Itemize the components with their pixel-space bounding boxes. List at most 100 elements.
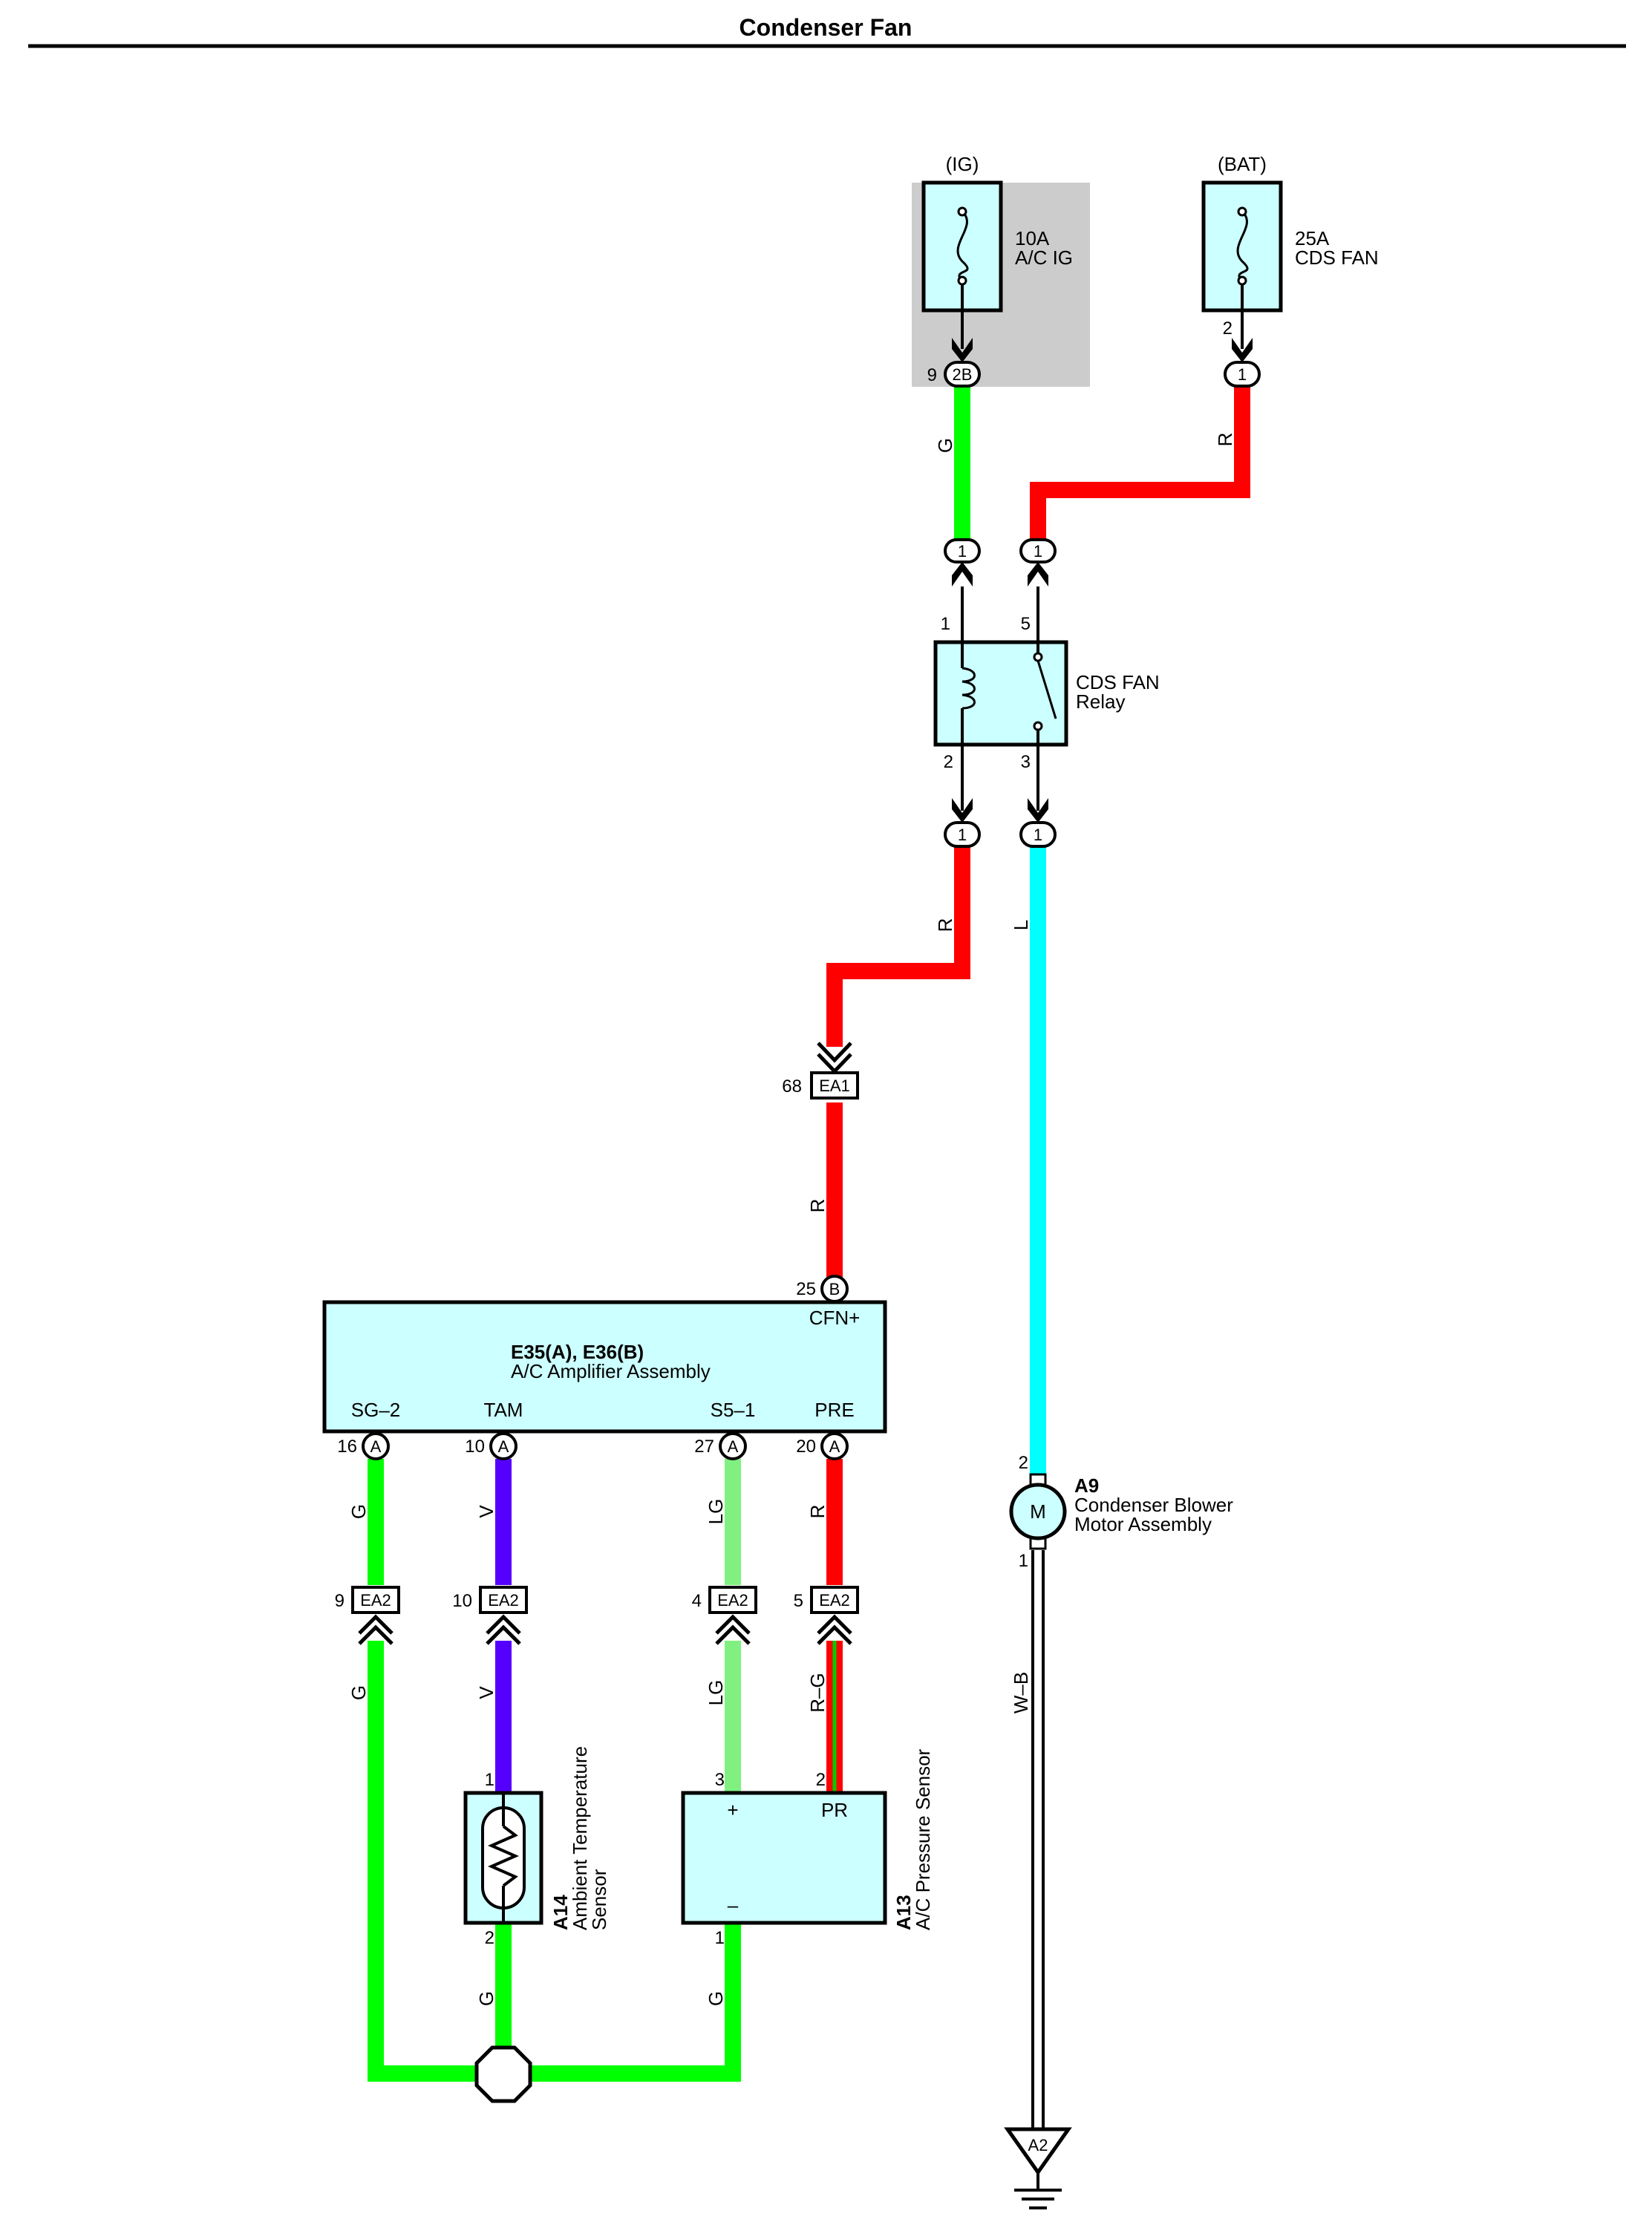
connector-ea1: EA1 68	[782, 1042, 859, 1100]
amplifier-terminal-s51: S5–1	[711, 1399, 756, 1421]
amplifier-terminal-tam: TAM	[484, 1399, 523, 1421]
connector-ea2-5: EA2 5	[794, 1586, 859, 1645]
relay-switch-contact-top	[1033, 652, 1043, 662]
wire-label-pre-lower: R–G	[806, 1673, 829, 1712]
arrow-down	[1232, 338, 1253, 362]
connector-body	[944, 361, 981, 388]
connector-body	[810, 1071, 859, 1100]
arrow-down	[1028, 798, 1048, 823]
arrow-down	[952, 798, 973, 823]
connector-ea2-10: EA2 10	[452, 1586, 528, 1645]
ac-amplifier-assembly: E35(A), E36(B) A/C Amplifier Assembly CF…	[322, 1275, 887, 1460]
ambient-pin-bottom: 2	[485, 1928, 494, 1948]
connector-label: 1	[1034, 826, 1042, 844]
wire-label-bat-out: R	[1214, 433, 1236, 447]
wire-label-ea1-to-amp: R	[806, 1199, 829, 1213]
ground-label: A2	[1028, 2136, 1048, 2154]
amp-pin-a20	[820, 1432, 849, 1460]
pressure-label-group: A13 A/C Pressure Sensor	[892, 1748, 934, 1930]
wire-sg2-lower-g	[368, 1641, 503, 2082]
amp-pin-a27-num: 27	[694, 1437, 714, 1457]
connector-ig-2b: 2B 9	[927, 338, 981, 388]
ambient-temperature-sensor: 1 2 A14 Ambient Temperature Sensor	[463, 1746, 610, 1948]
connector-label: EA2	[819, 1591, 850, 1610]
amp-pin-a20-num: 20	[796, 1437, 816, 1457]
fuse-bat-terminal-bottom	[1237, 275, 1247, 286]
wire-label-motor-ground: W–B	[1010, 1672, 1032, 1713]
relay-pin-2: 2	[944, 752, 953, 772]
amplifier-name: A/C Amplifier Assembly	[511, 1360, 711, 1382]
pressure-terminal-plus: +	[727, 1799, 738, 1821]
arrow-up	[952, 562, 973, 587]
motor-code: A9	[1074, 1474, 1099, 1497]
amplifier-box	[322, 1300, 887, 1434]
wire-bat-out-r	[1030, 386, 1250, 540]
connector-pin: 5	[794, 1591, 803, 1611]
relay-pin-1: 1	[941, 614, 950, 634]
double-arrow-up	[486, 1614, 521, 1645]
relay-coil	[962, 667, 976, 710]
relay-name-line2: Relay	[1076, 690, 1125, 713]
connector-label: 1	[958, 826, 967, 844]
connector-ea2-4: EA2 4	[692, 1586, 757, 1645]
pressure-pin-minus: 1	[715, 1928, 725, 1948]
connector-body	[479, 1586, 528, 1614]
ambient-resistor-zigzag	[488, 1825, 519, 1887]
amp-pin-b25	[820, 1275, 849, 1303]
wire-label-ig-out: G	[934, 438, 956, 453]
connector-label: 2B	[953, 365, 973, 384]
pressure-pin-pr: 2	[816, 1770, 826, 1790]
ac-pressure-sensor: + PR – 3 2 1 A13 A/C Pressure Sensor	[681, 1748, 934, 1948]
wire-label-sg2-upper: G	[347, 1504, 370, 1519]
motor-circle	[1009, 1483, 1067, 1540]
fuse-ig-rating: 10A	[1015, 227, 1050, 249]
double-arrow-up	[817, 1614, 852, 1645]
connector-label: 1	[958, 542, 967, 561]
pressure-pin-plus: 3	[715, 1770, 725, 1790]
relay-switch-arm	[1036, 660, 1057, 719]
connector-relay-out-left: 1	[944, 745, 981, 848]
wire-label-tam-upper: V	[475, 1505, 497, 1518]
wire-pressure-ground-g	[503, 1923, 741, 2082]
fuse-ig-element	[956, 210, 969, 283]
connector-relay-in-right: 1	[1019, 538, 1057, 650]
wire-label-relay-switch-out: L	[1010, 920, 1032, 930]
amp-pin-a27-label: A	[728, 1437, 739, 1456]
fuse-ig-name: A/C IG	[1015, 246, 1073, 269]
fuse-bat-rating: 25A	[1295, 227, 1330, 249]
motor-pin-bottom: 1	[1019, 1551, 1028, 1571]
amp-pin-b25-num: 25	[796, 1279, 816, 1299]
wire-label-relay-coil-out: R	[934, 918, 956, 932]
fuse-bat-element	[1236, 210, 1249, 283]
amplifier-code: E35(A), E36(B)	[511, 1341, 644, 1363]
amplifier-terminal-cfn: CFN+	[809, 1307, 861, 1329]
fuse-25a-cds-fan: (BAT) 25A CDS FAN	[1201, 153, 1379, 349]
ambient-label-group: A14 Ambient Temperature Sensor	[549, 1746, 610, 1930]
double-arrow-down	[817, 1042, 852, 1074]
connector-label: EA1	[819, 1076, 850, 1095]
connector-pin: 68	[782, 1076, 802, 1097]
amp-pin-a16-label: A	[370, 1437, 382, 1456]
wire-label-s51-lower: LG	[705, 1680, 727, 1706]
connector-pin: 2	[1223, 318, 1233, 339]
motor-symbol: M	[1030, 1500, 1046, 1523]
motor-pin-top: 2	[1019, 1453, 1028, 1473]
ground-junction	[474, 2045, 532, 2103]
wire-label-pre-upper: R	[806, 1505, 829, 1519]
connector-pin: 9	[335, 1591, 345, 1611]
wire-label-pressure-ground: G	[705, 1991, 727, 2006]
connector-label: EA2	[360, 1591, 391, 1610]
connector-label: 1	[1238, 365, 1247, 384]
connector-relay-in-left: 1	[944, 538, 981, 650]
amp-pin-a10-label: A	[498, 1437, 509, 1456]
arrow-down	[952, 338, 973, 362]
fuse-10a-ac-ig: (IG) 10A A/C IG	[912, 153, 1090, 387]
amp-pin-a27	[719, 1432, 747, 1460]
wire-label-ambient-ground: G	[475, 1991, 497, 2006]
amp-pin-a10-num: 10	[465, 1437, 485, 1457]
amplifier-terminal-sg2: SG–2	[351, 1399, 401, 1421]
fuse-bat-header: (BAT)	[1218, 153, 1267, 175]
ambient-name-line2: Sensor	[588, 1869, 610, 1930]
wire-label-s51-upper: LG	[705, 1499, 727, 1525]
connector-body	[1019, 821, 1057, 848]
